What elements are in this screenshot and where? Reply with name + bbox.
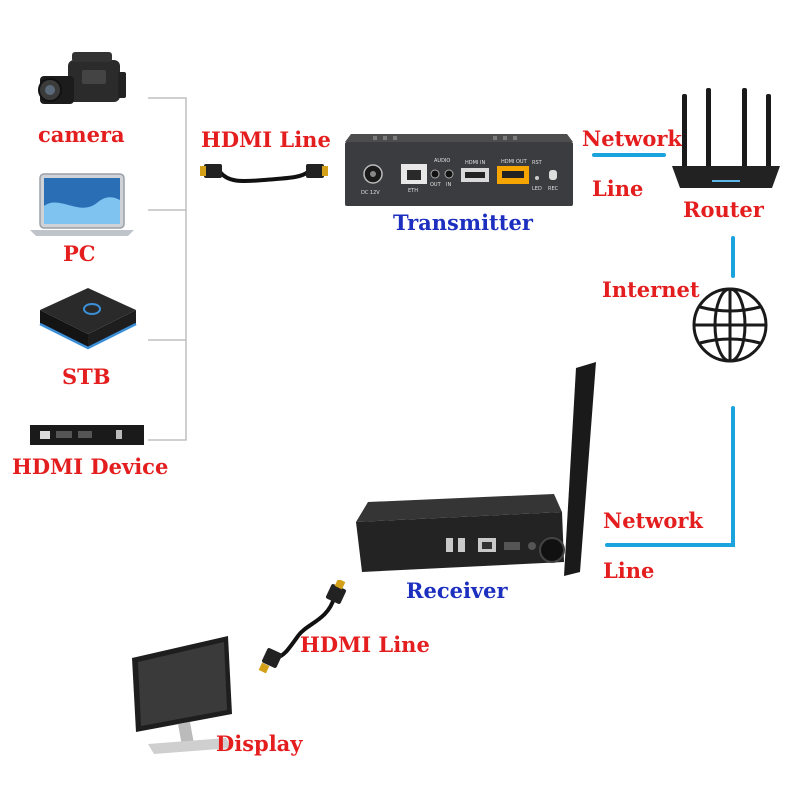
display-label: Display [216, 731, 303, 756]
audio-out-label: OUT [430, 182, 441, 188]
network-lines [592, 153, 735, 547]
hdmi-out-label: HDMI OUT [501, 159, 527, 165]
network-line-bottom-label-2: Line [603, 558, 655, 583]
receiver-icon [356, 362, 596, 576]
camera-label: camera [38, 122, 125, 147]
hdmi-line-bottom-label: HDMI Line [300, 632, 430, 657]
hdmi-cable-icon [200, 164, 328, 183]
hdmi-in-label: HDMI IN [465, 160, 486, 166]
eth-label: ETH [408, 188, 418, 194]
hdmi-device-label: HDMI Device [12, 454, 169, 479]
rst-label: RST [532, 160, 542, 166]
router-icon [672, 88, 780, 188]
transmitter-label: Transmitter [393, 210, 533, 235]
globe-icon [692, 287, 768, 363]
transmitter-icon [345, 134, 573, 206]
hdmi-cable-icon [258, 580, 346, 674]
internet-label: Internet [602, 277, 700, 302]
rec-label: REC [548, 186, 559, 192]
audio-label: AUDIO [434, 158, 451, 164]
pc-label: PC [63, 241, 96, 266]
network-line-top-label-2: Line [592, 176, 644, 201]
hdmi-device-icon [30, 425, 144, 445]
network-line-bottom-label-1: Network [603, 508, 703, 533]
source-bracket [148, 97, 187, 441]
transmitter-panel-labels: DC 12V ETH AUDIO OUT IN HDMI IN HDMI OUT… [343, 128, 575, 210]
router-label: Router [683, 197, 764, 222]
camera-icon [38, 52, 126, 104]
hdmi-line-top-label: HDMI Line [201, 127, 331, 152]
network-line-top-label-1: Network [582, 126, 682, 151]
laptop-icon [30, 173, 134, 236]
receiver-label: Receiver [406, 578, 508, 603]
dc-label: DC 12V [361, 190, 380, 196]
stb-label: STB [62, 364, 111, 389]
network-line-internet-receiver [605, 406, 735, 547]
audio-in-label: IN [446, 182, 452, 188]
set-top-box-icon [39, 288, 137, 350]
monitor-icon [132, 636, 232, 754]
led-label: LED [532, 186, 542, 192]
